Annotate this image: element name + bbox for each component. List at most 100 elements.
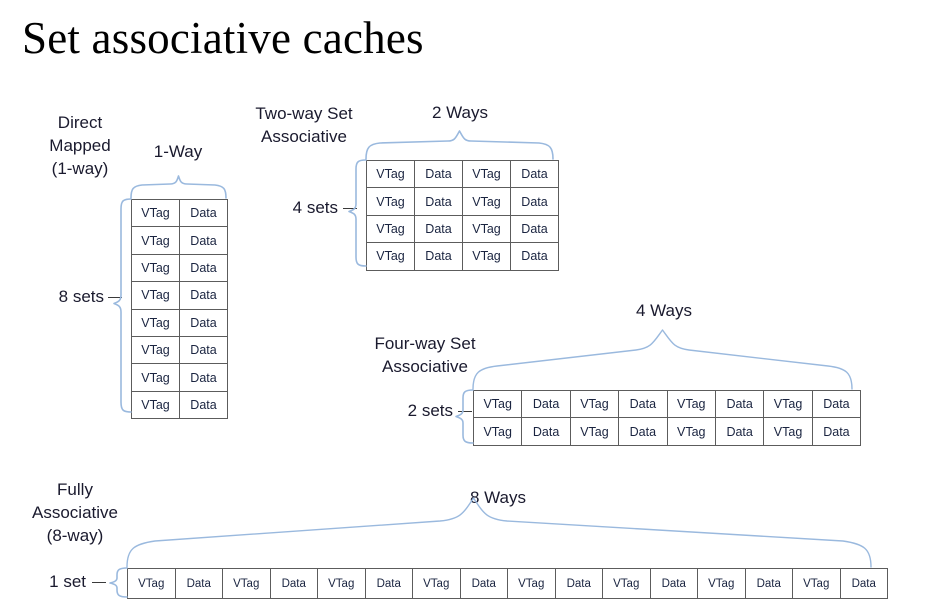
cache-cell-data: Data	[174, 568, 223, 599]
brace-left-8-sets	[113, 198, 132, 413]
cache-cell-vtag: VTag	[569, 389, 620, 419]
cache-cell-vtag: VTag	[507, 568, 556, 599]
fully-associative-sets-tick	[92, 582, 106, 583]
cache-cell-data: Data	[510, 187, 559, 216]
cache-cell-data: Data	[811, 389, 862, 419]
two-way-name-line-1: Two-way Set	[255, 104, 353, 123]
cache-cell-vtag: VTag	[472, 389, 523, 419]
cache-cell-data: Data	[179, 390, 228, 420]
brace-top-1-way	[130, 175, 227, 199]
cache-cell-vtag: VTag	[763, 389, 813, 419]
cache-cell-vtag: VTag	[131, 363, 180, 392]
fully-associative-name-line-2: Associative	[32, 503, 118, 522]
cache-cell-vtag: VTag	[366, 214, 415, 244]
cache-cell-vtag: VTag	[602, 568, 651, 599]
cache-cell-vtag: VTag	[366, 187, 415, 216]
cache-cell-vtag: VTag	[666, 417, 716, 446]
cache-cell-vtag: VTag	[317, 568, 366, 599]
two-way-sets-label: 4 sets	[292, 198, 338, 217]
fully-associative-name-line-1: Fully	[57, 480, 93, 499]
cache-cell-data: Data	[714, 417, 765, 446]
cache-cell-data: Data	[269, 568, 318, 599]
cache-cell-data: Data	[618, 389, 668, 419]
brace-top-4-ways	[472, 329, 853, 390]
direct-mapped-name-line-2: Mapped	[49, 136, 111, 155]
cache-cell-data: Data	[179, 198, 228, 228]
four-way-ways-label: 4 Ways	[635, 301, 693, 320]
direct-mapped-ways-label: 1-Way	[153, 142, 203, 161]
two-way-sets-tick	[343, 208, 357, 209]
cache-cell-vtag: VTag	[462, 214, 511, 244]
direct-mapped-sets-tick	[108, 297, 122, 298]
cache-cell-vtag: VTag	[131, 335, 180, 365]
fully-associative-name-line-3: (8-way)	[46, 526, 104, 545]
cache-cell-vtag: VTag	[131, 390, 180, 420]
cache-cell-data: Data	[618, 417, 668, 446]
cache-cell-data: Data	[459, 568, 508, 599]
four-way-name-line-2: Associative	[382, 357, 468, 376]
cache-cell-vtag: VTag	[763, 417, 813, 446]
cache-cell-vtag: VTag	[127, 568, 176, 599]
four-way-name-line-1: Four-way Set	[374, 334, 476, 353]
cache-cell-data: Data	[414, 242, 463, 271]
direct-mapped-sets-label: 8 sets	[58, 287, 104, 306]
cache-cell-data: Data	[811, 417, 862, 446]
cache-cell-vtag: VTag	[462, 187, 511, 216]
cache-cell-vtag: VTag	[131, 308, 180, 337]
cache-cell-data: Data	[414, 159, 463, 189]
cache-cell-vtag: VTag	[462, 242, 511, 271]
cache-cell-data: Data	[839, 568, 888, 599]
cache-cell-data: Data	[179, 363, 228, 392]
cache-cell-data: Data	[510, 159, 559, 189]
cache-cell-data: Data	[179, 308, 228, 337]
brace-left-4-sets	[348, 159, 367, 267]
cache-cell-data: Data	[179, 253, 228, 283]
cache-cell-vtag: VTag	[131, 198, 180, 228]
two-way-name-line-2: Associative	[261, 127, 347, 146]
cache-cell-data: Data	[179, 226, 228, 255]
four-way-sets-tick	[458, 411, 472, 412]
cache-cell-vtag: VTag	[666, 389, 716, 419]
fully-associative-ways-label: 8 Ways	[469, 488, 527, 507]
page-title: Set associative caches	[22, 13, 424, 63]
direct-mapped-name-line-3: (1-way)	[51, 159, 109, 178]
cache-cell-data: Data	[179, 335, 228, 365]
cache-cell-vtag: VTag	[131, 253, 180, 283]
two-way-ways-label: 2 Ways	[431, 103, 489, 122]
cache-cell-vtag: VTag	[697, 568, 746, 599]
cache-cell-vtag: VTag	[366, 159, 415, 189]
fully-associative-sets-label: 1 set	[49, 572, 86, 591]
cache-cell-vtag: VTag	[366, 242, 415, 271]
cache-cell-data: Data	[414, 214, 463, 244]
cache-cell-data: Data	[521, 417, 571, 446]
cache-cell-vtag: VTag	[792, 568, 841, 599]
direct-mapped-name-line-1: Direct	[57, 113, 103, 132]
cache-cell-data: Data	[554, 568, 603, 599]
brace-left-1-set	[109, 567, 128, 598]
cache-cell-vtag: VTag	[131, 226, 180, 255]
brace-top-2-ways	[365, 130, 554, 160]
